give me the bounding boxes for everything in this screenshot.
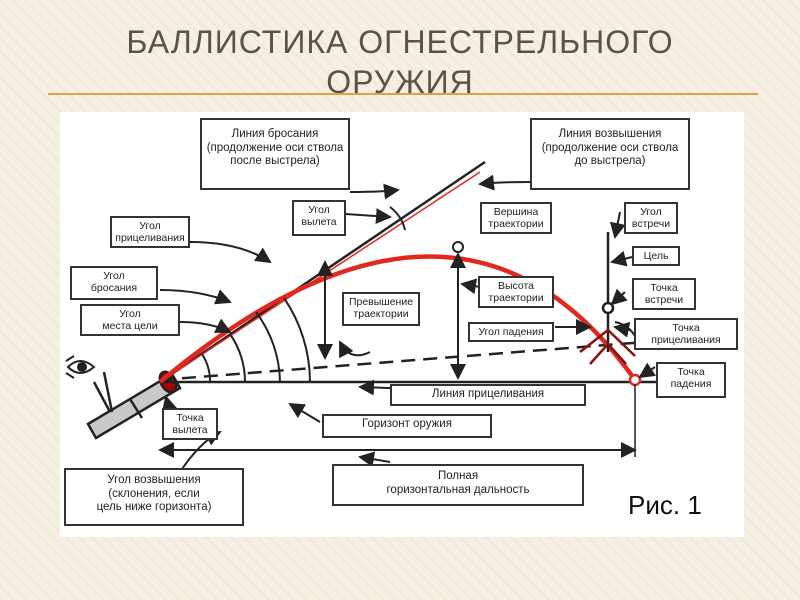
sight-line xyxy=(159,340,646,382)
label-apex: Вершина траектории xyxy=(480,202,552,234)
label-weapon-horizon: Горизонт оружия xyxy=(322,414,492,438)
label-full-range: Полная горизонтальная дальность xyxy=(332,464,584,506)
label-throw-angle: Угол бросания xyxy=(70,266,158,300)
label-elevation-line: Линия возвышения (продолжение оси ствола… xyxy=(530,118,690,190)
target-post xyxy=(579,232,636,365)
label-throw-line: Линия бросания (продолжение оси ствола п… xyxy=(200,118,350,190)
label-departure-angle: Угол вылета xyxy=(292,200,346,236)
label-excess: Превышение траектории xyxy=(342,292,420,326)
label-meeting-angle: Угол встречи xyxy=(624,202,678,234)
slide-title: БАЛЛИСТИКА ОГНЕСТРЕЛЬНОГО ОРУЖИЯ xyxy=(126,24,674,100)
label-aim-point: Точка прицеливания xyxy=(634,318,738,350)
figure-caption: Рис. 1 xyxy=(628,490,702,520)
title-divider xyxy=(48,93,758,95)
weapon-barrel xyxy=(86,370,182,440)
label-fall-angle: Угол падения xyxy=(468,322,554,342)
diagram-drawing xyxy=(65,160,660,473)
label-height: Высота траектории xyxy=(478,276,554,308)
eye-icon xyxy=(65,355,96,379)
label-site-angle: Угол места цели xyxy=(80,304,180,336)
label-fall-point: Точка падения xyxy=(656,362,726,398)
label-departure-point: Точка вылета xyxy=(162,408,218,440)
label-target: Цель xyxy=(632,246,680,266)
throw-line xyxy=(159,160,486,384)
fall-point xyxy=(628,373,642,387)
apex-point xyxy=(452,241,464,253)
label-aim-angle: Угол прицеливания xyxy=(110,216,190,248)
label-elevation-angle: Угол возвышения (склонения, если цель ни… xyxy=(64,468,244,526)
label-meeting-point: Точка встречи xyxy=(632,278,696,310)
label-sight-line: Линия прицеливания xyxy=(390,384,586,406)
ballistics-diagram: Линия бросания (продолжение оси ствола п… xyxy=(60,112,744,537)
